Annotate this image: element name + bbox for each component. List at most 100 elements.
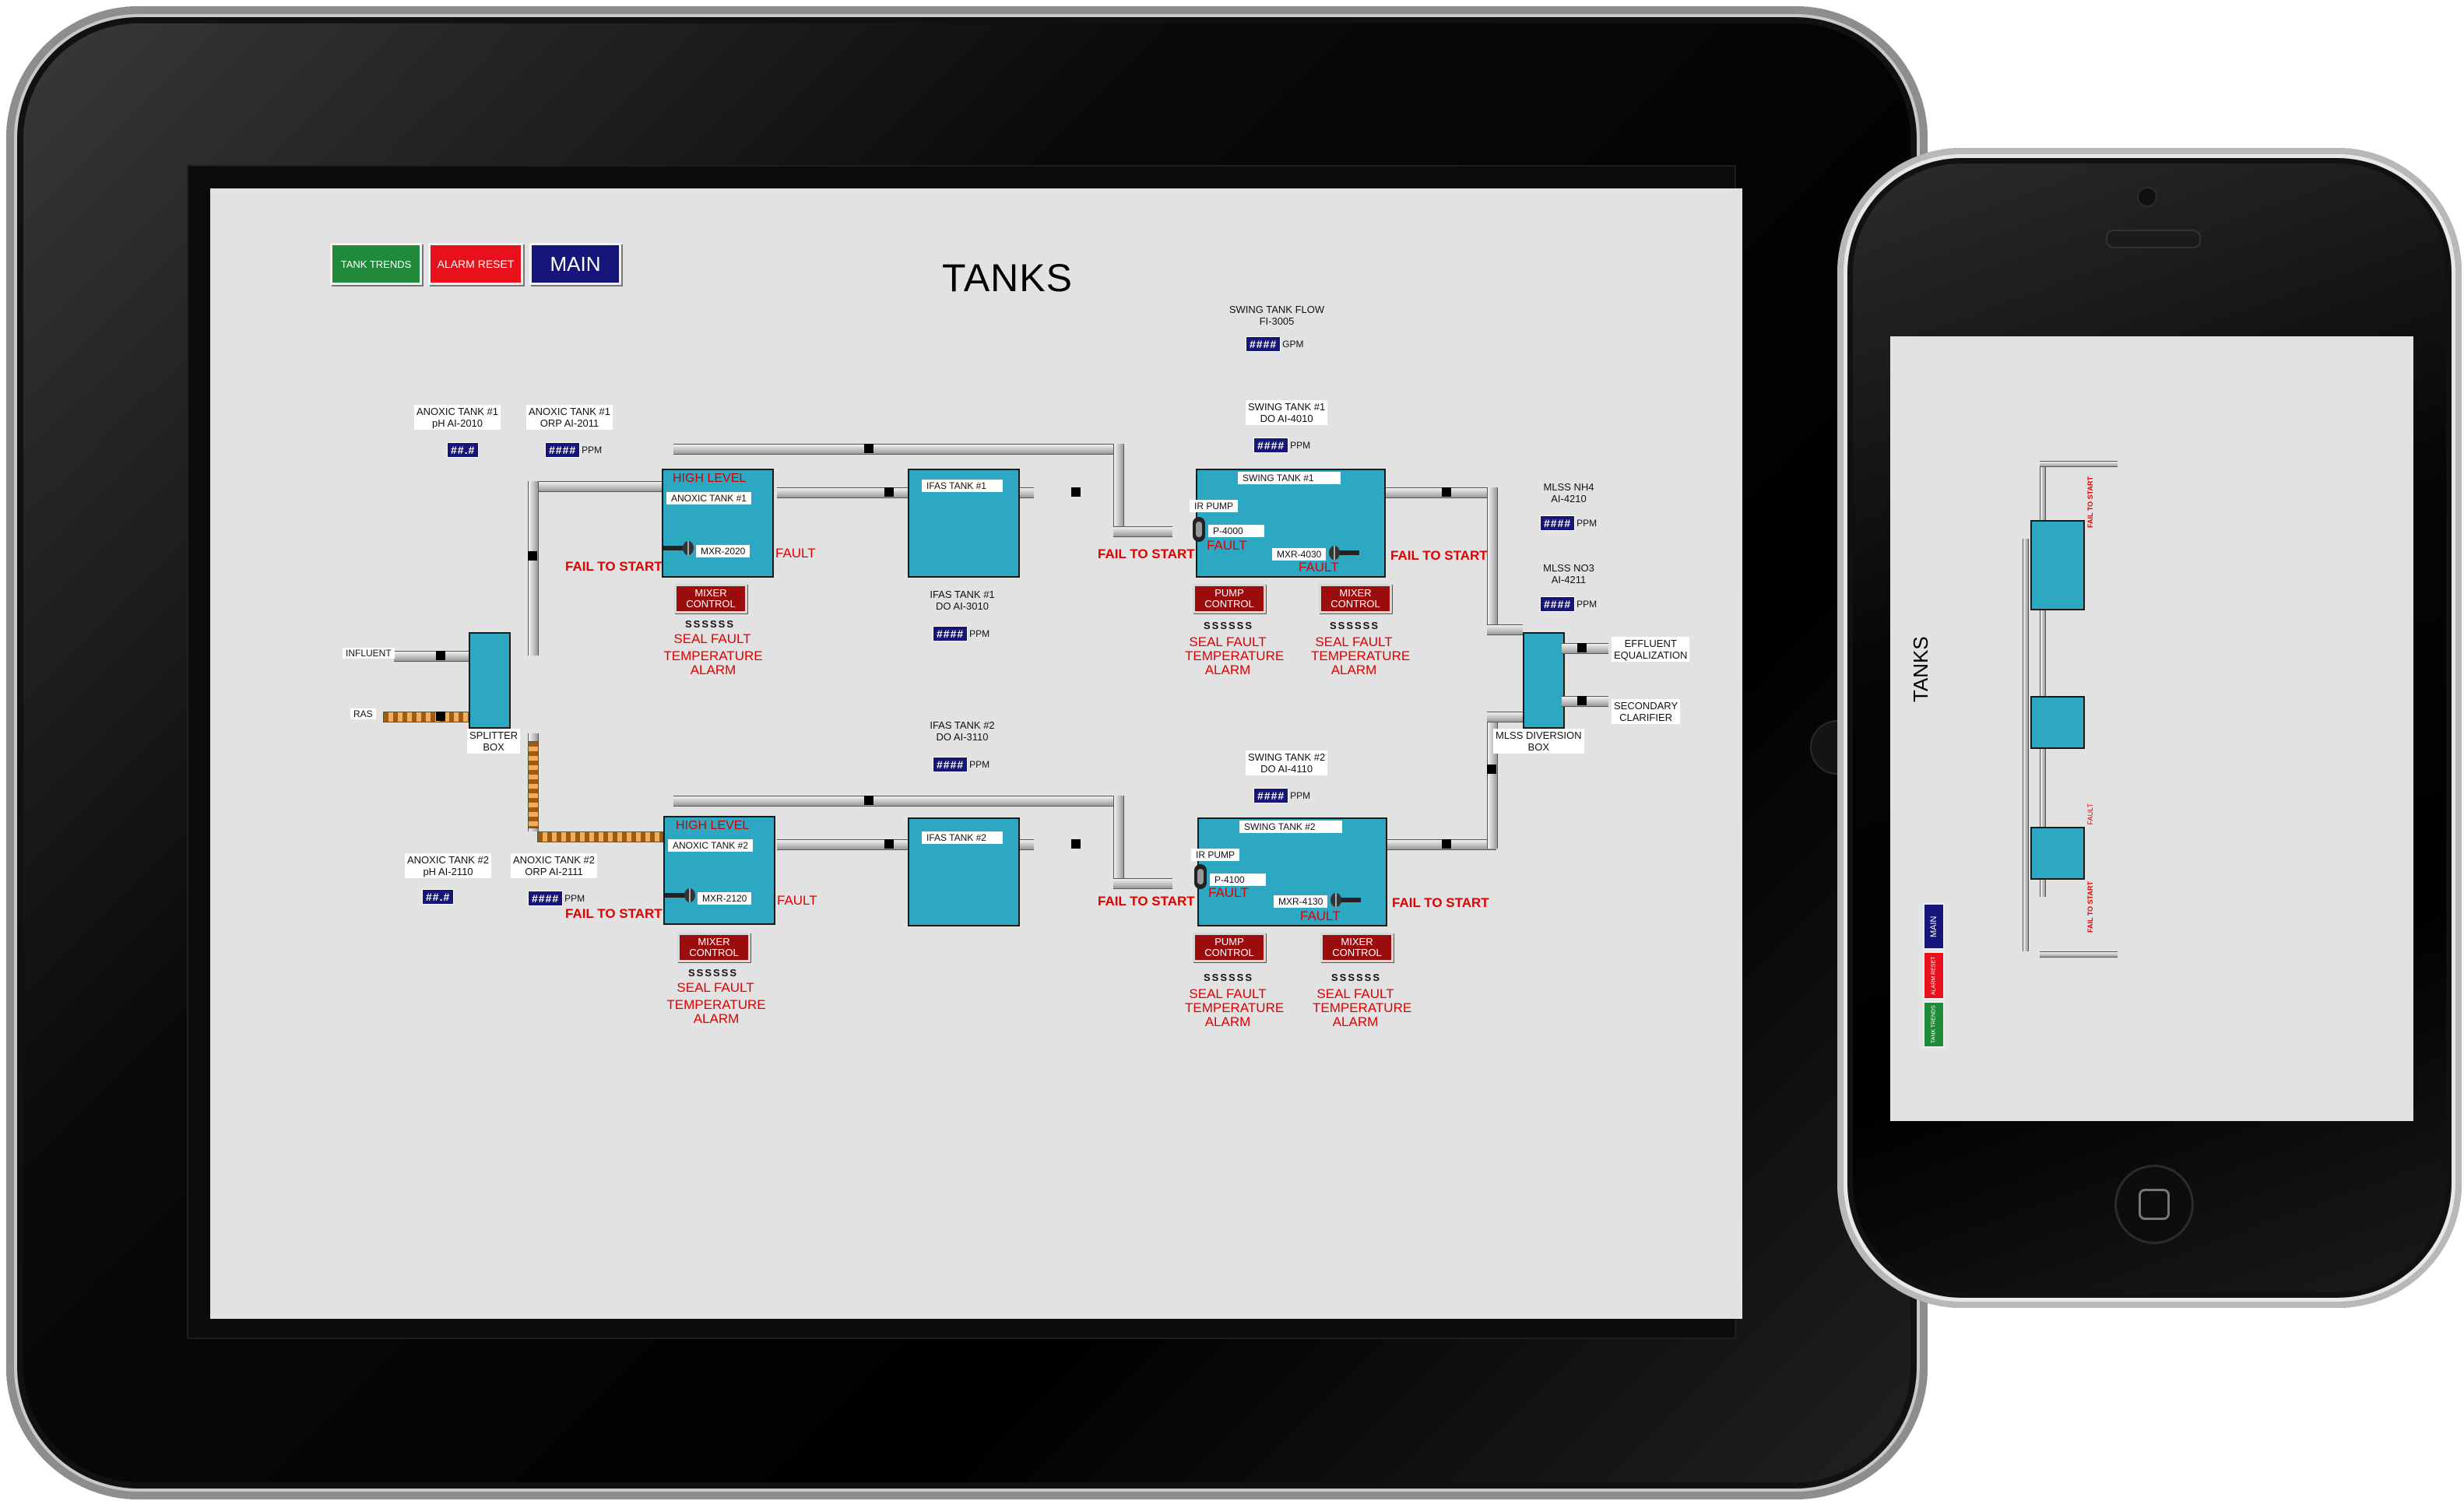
pipe <box>673 444 1123 455</box>
ifas2-do-unit: PPM <box>969 759 990 770</box>
iphone-rotated-scada-screen: TANKS MAIN ALARM RESET TANK TRENDS FAIL … <box>1890 336 2413 1121</box>
swing1-name: SWING TANK #1 <box>1238 472 1341 484</box>
ifas1-do-line2: DO AI-3010 <box>936 600 989 612</box>
mlss-diversion-box[interactable] <box>1523 632 1565 729</box>
swing2-mixer-tag: MXR-4130 <box>1274 895 1328 908</box>
swing2-pump-seal-fault: SEAL FAULT <box>1189 986 1267 1001</box>
swing1-mixer-temperature: TEMPERATURE <box>1311 649 1411 663</box>
mini-fail-to-start: FAIL TO START <box>2086 881 2094 933</box>
ifas2-name: IFAS TANK #2 <box>922 831 1003 844</box>
swing2-mixer-temperature: TEMPERATURE <box>1313 1000 1412 1015</box>
anoxic2-fault: FAULT <box>777 893 817 908</box>
swing2-pump-status-string: SSSSSS <box>1204 972 1254 983</box>
effluent-label: EFFLUENT EQUALIZATION <box>1612 637 1690 662</box>
valve <box>1442 487 1451 497</box>
splitter-box[interactable] <box>469 632 511 729</box>
swing2-mixer-fail-to-start: FAIL TO START <box>1392 895 1489 910</box>
swing2-do-value: ####PPM <box>1253 788 1310 803</box>
swing-flow-value: ####GPM <box>1246 336 1304 352</box>
mlss-nh4-label: MLSS NH4 AI-4210 <box>1534 481 1604 504</box>
mini-pipe <box>2040 461 2118 467</box>
valve <box>864 444 873 453</box>
pipe <box>1487 487 1498 624</box>
ras-pipe <box>537 831 663 842</box>
anoxic1-ph-value: ##.# <box>447 442 480 458</box>
swing2-mixer-status-string: SSSSSS <box>1331 972 1382 983</box>
valve <box>1577 643 1587 652</box>
pipe <box>1113 796 1124 878</box>
swing-tank-2[interactable] <box>1197 817 1387 926</box>
swing2-pump-fail-to-start: FAIL TO START <box>1098 894 1195 909</box>
anoxic2-orp-line1: ANOXIC TANK #2 <box>513 854 595 866</box>
anoxic1-orp-readout: #### <box>545 442 581 458</box>
pipe <box>1113 444 1124 526</box>
anoxic1-ph-readout: ##.# <box>447 442 480 458</box>
swing2-do-line1: SWING TANK #2 <box>1248 751 1326 763</box>
swing1-do-unit: PPM <box>1290 440 1311 451</box>
swing1-do-line1: SWING TANK #1 <box>1248 401 1326 413</box>
valve <box>1487 765 1496 774</box>
mini-ifas-tank <box>2030 696 2085 749</box>
valve <box>436 712 445 721</box>
alarm-reset-button[interactable]: ALARM RESET <box>428 243 523 285</box>
ifas1-do-line1: IFAS TANK #1 <box>930 589 995 600</box>
pump-icon[interactable] <box>1193 863 1208 891</box>
splitter-line1: SPLITTER <box>469 729 518 741</box>
mlss-no3-readout: #### <box>1540 596 1576 612</box>
anoxic1-mixer-tag: MXR-2020 <box>696 545 750 557</box>
influent-pipe <box>394 651 469 662</box>
mlss-nh4-value: ####PPM <box>1540 515 1597 531</box>
mini-tank-trends-button[interactable]: TANK TRENDS <box>1923 1001 1945 1048</box>
tank-trends-button[interactable]: TANK TRENDS <box>330 243 422 285</box>
valve <box>528 551 537 561</box>
anoxic-tank-2[interactable] <box>663 816 775 925</box>
anoxic2-ph-line2: pH AI-2110 <box>423 866 473 877</box>
mlss-nh4-readout: #### <box>1540 515 1576 531</box>
ras-pipe <box>528 741 539 828</box>
anoxic1-fail-to-start: FAIL TO START <box>565 559 663 574</box>
swing1-do-value: ####PPM <box>1253 438 1310 453</box>
ras-label: RAS <box>350 708 376 719</box>
ifas1-do-readout: #### <box>933 626 968 642</box>
swing-flow-label-line2: FI-3005 <box>1259 315 1295 327</box>
mixer-icon[interactable] <box>1330 892 1361 908</box>
anoxic1-name: ANOXIC TANK #1 <box>666 492 751 504</box>
swing-flow-unit: GPM <box>1282 339 1304 350</box>
ifas2-do-readout: #### <box>933 757 968 772</box>
swing1-pump-status-string: SSSSSS <box>1204 620 1254 631</box>
swing1-pump-seal-fault: SEAL FAULT <box>1189 634 1267 649</box>
ifas1-do-unit: PPM <box>969 628 990 639</box>
swing-flow-label: SWING TANK FLOW FI-3005 <box>1222 304 1331 327</box>
anoxic2-mixer-tag: MXR-2120 <box>698 892 752 905</box>
mini-pipe <box>2023 539 2029 951</box>
swing-flow-label-line1: SWING TANK FLOW <box>1228 304 1325 315</box>
main-button[interactable]: MAIN <box>529 243 621 285</box>
secondary-line2: CLARIFIER <box>1619 712 1673 723</box>
mini-main-button[interactable]: MAIN <box>1923 903 1945 950</box>
mlss-nh4-unit: PPM <box>1576 518 1598 529</box>
mixer-icon[interactable] <box>665 888 696 903</box>
pump-icon[interactable] <box>1191 515 1207 543</box>
anoxic-tank-1[interactable] <box>662 469 774 578</box>
mixer-icon[interactable] <box>1328 545 1359 561</box>
splitter-line2: BOX <box>483 741 504 753</box>
swing-tank-1[interactable] <box>1196 469 1386 578</box>
ras-pipe <box>383 712 470 722</box>
valve <box>1071 839 1081 849</box>
ifas2-do-line1: IFAS TANK #2 <box>930 719 995 731</box>
anoxic2-high-level: HIGH LEVEL <box>676 819 750 832</box>
anoxic1-orp-line1: ANOXIC TANK #1 <box>529 406 610 417</box>
mixer-icon[interactable] <box>663 540 694 556</box>
pipe <box>537 481 662 492</box>
iphone-home-button[interactable] <box>2114 1165 2194 1244</box>
valve <box>1071 487 1081 497</box>
secondary-line1: SECONDARY <box>1614 700 1678 712</box>
mini-alarm-reset-button[interactable]: ALARM RESET <box>1923 951 1945 1000</box>
mini-pipe <box>2040 951 2118 958</box>
